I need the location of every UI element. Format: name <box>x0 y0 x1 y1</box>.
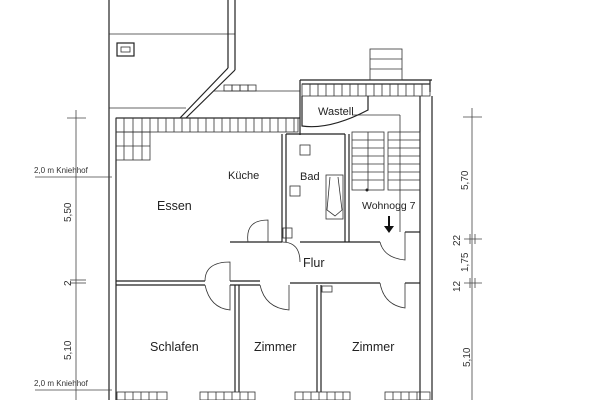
annotation-kniestock-bottom: 2,0 m Kniehhof <box>34 379 88 388</box>
dim-right-12: 12 <box>452 280 463 292</box>
dim-left-5-50: 5,50 <box>63 202 74 222</box>
dim-right-5-10: 5,10 <box>462 347 473 367</box>
room-label-zimmer-2: Zimmer <box>352 340 395 354</box>
doors <box>204 219 406 311</box>
dim-right-5-70: 5,70 <box>460 170 471 190</box>
chimney-icon <box>369 48 403 81</box>
roof-outline <box>108 0 300 400</box>
room-label-bad: Bad <box>300 171 320 183</box>
skylight-icon <box>116 42 135 57</box>
dim-right-1-75: 1,75 <box>460 252 471 272</box>
dim-left-2: 2 <box>63 280 74 286</box>
window-strip-bottom <box>116 391 431 400</box>
dim-left-5-10: 5,10 <box>63 340 74 360</box>
room-label-schlafen: Schlafen <box>150 340 199 354</box>
room-label-kueche: Küche <box>228 170 260 182</box>
dimension-line-right <box>463 108 482 400</box>
dimension-line-left <box>35 110 112 400</box>
room-label-zimmer-1: Zimmer <box>254 340 297 354</box>
toilet-icon <box>289 185 301 197</box>
interior-walls <box>116 114 420 392</box>
room-label-essen: Essen <box>157 199 192 213</box>
shower-icon <box>325 174 344 220</box>
room-label-flur: Flur <box>303 256 325 270</box>
stair-icon <box>351 131 421 192</box>
bath-fixtures <box>282 144 344 239</box>
annotation-kniestock-top: 2,0 m Kniehhof <box>34 166 88 175</box>
window-strip-top <box>115 83 431 161</box>
vent-strip <box>223 84 257 92</box>
room-label-wohnung: Wohnogg 7 <box>362 200 416 212</box>
dim-right-22: 22 <box>452 234 463 246</box>
sink-icon <box>299 144 311 156</box>
wastell-bay <box>301 96 369 128</box>
entrance-arrow-icon <box>384 216 394 233</box>
room-label-wastell: Wastell <box>318 106 354 118</box>
